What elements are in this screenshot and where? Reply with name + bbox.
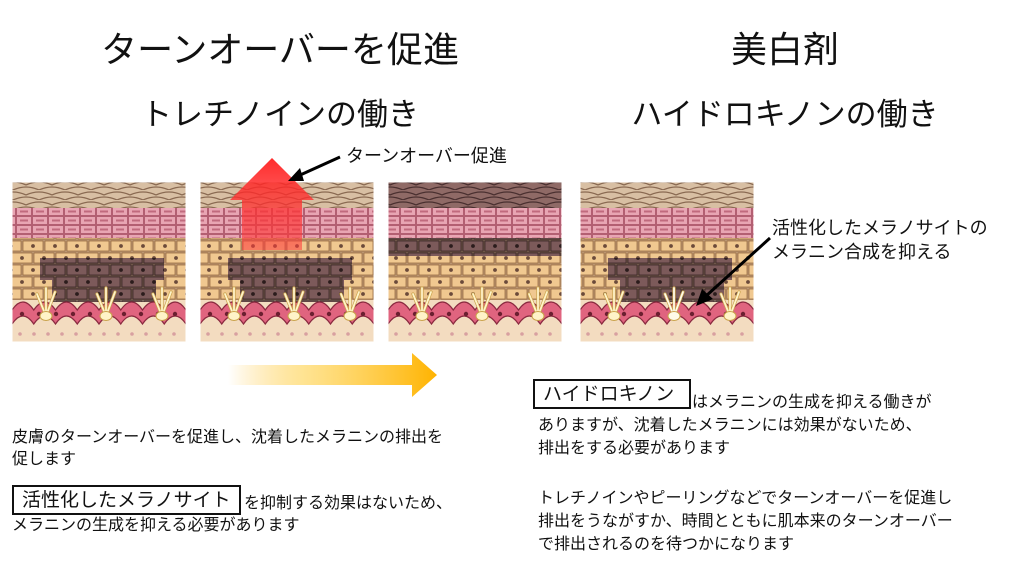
left-keyword-tail: を抑制する効果はないため、 [244,493,453,512]
melanocyte-callout-line1: 活性化したメラノサイトの [772,218,988,239]
callout-arrow-left [297,155,341,178]
basal-layer [12,301,186,326]
basal-layer [580,301,754,326]
right-subtitle: ハイドロキノンの働き [631,97,939,133]
melanocyte [719,286,741,321]
melanin-deposit [620,280,724,302]
melanocyte-callout-line2: メラニン合成を抑える [772,242,952,263]
right-title: 美白剤 [730,30,839,71]
melanocyte [663,286,685,321]
granular-layer [388,208,562,238]
left-body-line2: 促します [12,449,77,468]
stratum-corneum [12,182,186,208]
melanocyte [471,286,493,321]
right-p2-line1: トレチノインやピーリングなどでターンオーバーを促進し [538,488,953,507]
skin-panel-3 [388,182,562,342]
melanin-deposit [228,258,352,280]
left-body-line1: 皮膚のターンオーバーを促進し、沈着したメラニンの排出を [12,427,444,446]
left-keyword-box: 活性化したメラノサイト [12,485,241,515]
right-p2-line2: 排出をうながすか、時間とともに肌本来のターンオーバー [538,511,953,530]
melanocyte [411,286,433,321]
melanocyte [151,286,173,321]
right-keyword-box: ハイドロキノン [533,379,691,409]
melanocyte [223,286,245,321]
melanocyte [35,286,57,321]
melanocyte [339,286,361,321]
melanocyte [283,286,305,321]
granular-layer [580,208,754,238]
skin-panel-4 [580,182,754,342]
skin-panel-1 [12,182,186,342]
melanocyte [527,286,549,321]
left-note-line2: メラニンの生成を抑える必要があります [12,515,300,534]
melanocyte [95,286,117,321]
progress-arrow [228,353,437,397]
basal-layer [388,301,562,326]
left-title: ターンオーバーを促進 [101,30,459,71]
melanin-deposit [240,280,344,302]
melanin-deposit [608,258,732,280]
right-p2-line3: で排出されるのを待つかになります [538,534,795,553]
melanin-deposit [52,280,156,302]
turnover-up-arrow [230,158,314,250]
right-p1-line3: 排出をする必要があります [538,438,731,457]
right-p1-line2: ありますが、沈着したメラニンには効果がないため、 [538,415,922,434]
stratum-corneum [388,182,562,208]
melanin-deposit [40,258,164,280]
callout-arrow-right [704,236,772,298]
right-keyword-tail: はメラニンの生成を抑える働きが [692,392,932,411]
basal-layer [200,301,374,326]
stratum-corneum [580,182,754,208]
melanin-deposit [388,238,562,256]
turnover-callout: ターンオーバー促進 [346,146,507,167]
granular-layer [12,208,186,238]
melanocyte [603,286,625,321]
left-subtitle: トレチノインの働き [140,97,420,133]
